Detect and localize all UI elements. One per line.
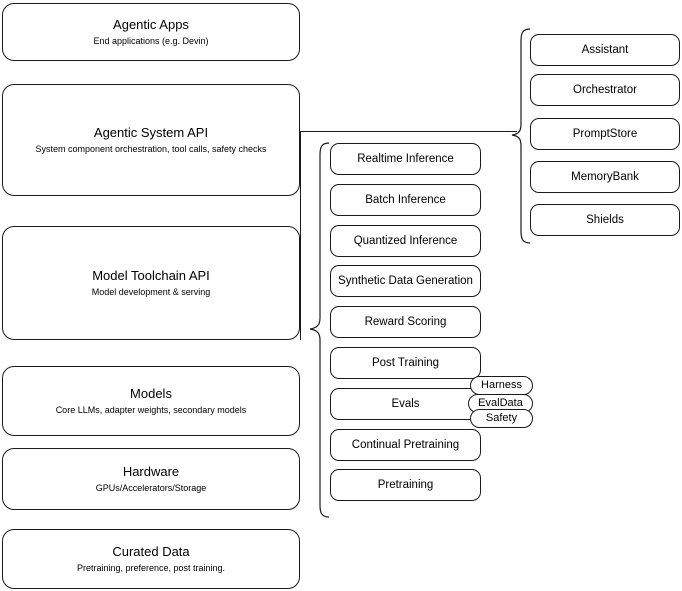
system-item-memorybank[interactable]: MemoryBank [530, 161, 680, 193]
system-item-assistant[interactable]: Assistant [530, 34, 680, 66]
stack-subtitle: End applications (e.g. Devin) [93, 36, 209, 46]
stack-box-curated-data[interactable]: Curated Data Pretraining, preference, po… [2, 529, 300, 589]
stack-subtitle: System component orchestration, tool cal… [35, 144, 267, 154]
stack-box-models[interactable]: Models Core LLMs, adapter weights, secon… [2, 366, 300, 436]
connector-system-api-to-right-brace [301, 131, 517, 132]
stack-title: Hardware [122, 464, 180, 479]
toolchain-item-continual-pretraining[interactable]: Continual Pretraining [330, 429, 481, 461]
toolchain-item-quantized-inference[interactable]: Quantized Inference [330, 225, 481, 257]
evals-badge-safety[interactable]: Safety [470, 409, 533, 428]
toolchain-item-reward-scoring[interactable]: Reward Scoring [330, 306, 481, 338]
stack-subtitle: Core LLMs, adapter weights, secondary mo… [55, 405, 247, 415]
toolchain-item-realtime-inference[interactable]: Realtime Inference [330, 143, 481, 175]
system-item-orchestrator[interactable]: Orchestrator [530, 74, 680, 106]
stack-title: Model Toolchain API [92, 268, 210, 283]
right-curly-brace [511, 28, 531, 244]
middle-curly-brace [309, 142, 330, 518]
stack-subtitle: GPUs/Accelerators/Storage [95, 483, 207, 493]
stack-subtitle: Pretraining, preference, post training. [76, 563, 226, 573]
stack-subtitle: Model development & serving [91, 287, 211, 297]
stack-title: Agentic System API [93, 125, 209, 140]
stack-title: Agentic Apps [113, 17, 189, 32]
stack-box-agentic-apps[interactable]: Agentic Apps End applications (e.g. Devi… [2, 3, 300, 61]
stack-box-agentic-system-api[interactable]: Agentic System API System component orch… [2, 84, 300, 196]
toolchain-item-batch-inference[interactable]: Batch Inference [330, 184, 481, 216]
stack-title: Models [130, 386, 172, 401]
stack-box-model-toolchain-api[interactable]: Model Toolchain API Model development & … [2, 226, 300, 340]
toolchain-item-pretraining[interactable]: Pretraining [330, 469, 481, 501]
evals-badge-harness[interactable]: Harness [470, 376, 533, 395]
toolchain-item-post-training[interactable]: Post Training [330, 347, 481, 379]
toolchain-item-synthetic-data-generation[interactable]: Synthetic Data Generation [330, 265, 481, 297]
system-item-shields[interactable]: Shields [530, 204, 680, 236]
toolchain-item-evals[interactable]: Evals [330, 388, 481, 420]
stack-title: Curated Data [112, 544, 190, 559]
stack-box-hardware[interactable]: Hardware GPUs/Accelerators/Storage [2, 448, 300, 510]
connector-toolchain-api-vertical-stub [300, 131, 301, 340]
system-item-promptstore[interactable]: PromptStore [530, 118, 680, 150]
